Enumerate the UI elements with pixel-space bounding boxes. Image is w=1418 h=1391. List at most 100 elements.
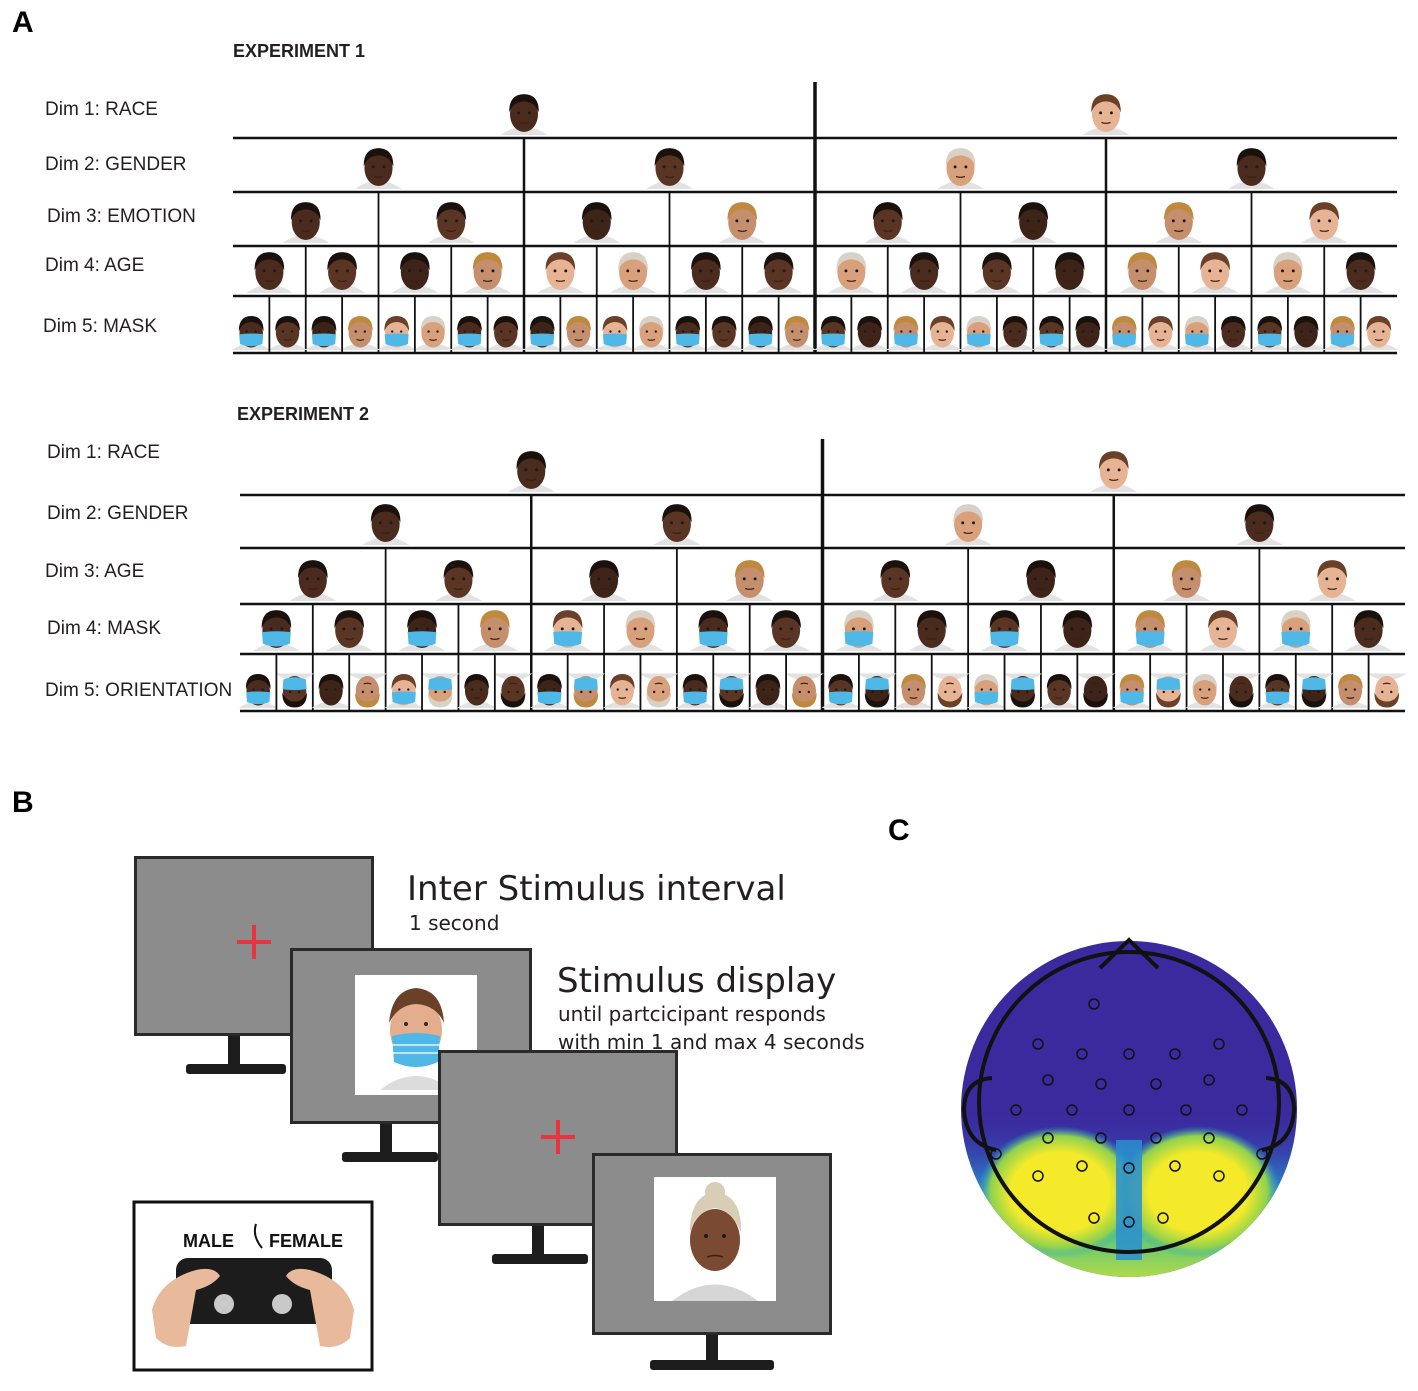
face-thumbnail <box>362 504 410 545</box>
face-thumbnail <box>894 673 934 708</box>
electrode-marker <box>1213 1038 1225 1050</box>
face-thumbnail <box>682 252 730 293</box>
face-thumbnail <box>1009 202 1057 243</box>
exp1-dim-label: Dim 2: GENDER <box>45 154 187 175</box>
face-thumbnail <box>959 315 999 350</box>
electrode-marker <box>1042 1132 1054 1144</box>
face-thumbnail <box>253 610 300 651</box>
face-thumbnail <box>609 252 657 293</box>
exp1-dim-label: Dim 3: EMOTION <box>47 206 196 227</box>
face-male-masked <box>380 988 452 1090</box>
face-thumbnail <box>617 610 664 651</box>
fixation-cross <box>237 925 271 959</box>
face-thumbnail <box>1221 673 1261 708</box>
panel-label-a: A <box>12 6 34 39</box>
face-thumbnail <box>973 252 1021 293</box>
electrode-marker <box>1180 1104 1192 1116</box>
face-thumbnail <box>966 673 1006 708</box>
face-thumbnail <box>325 610 373 651</box>
face-thumbnail <box>762 610 810 651</box>
face-thumbnail <box>668 315 708 350</box>
face-thumbnail <box>1163 560 1210 601</box>
face-thumbnail <box>245 252 293 293</box>
face-thumbnail <box>675 673 715 708</box>
electrode-marker <box>1213 1170 1225 1182</box>
face-thumbnail <box>595 315 635 350</box>
face-thumbnail <box>639 673 679 708</box>
face-thumbnail <box>813 315 853 350</box>
face-thumbnail <box>427 202 475 243</box>
exp2-dim-label: Dim 2: GENDER <box>47 503 189 524</box>
face-thumbnail <box>1031 315 1071 350</box>
face-thumbnail <box>384 673 424 708</box>
face-thumbnail <box>653 504 701 545</box>
face-thumbnail <box>311 673 351 708</box>
electrode-marker <box>990 1148 1002 1160</box>
face-thumbnail <box>1068 315 1108 350</box>
isi-duration: 1 second <box>409 911 500 935</box>
face-thumbnail <box>529 673 569 708</box>
face-thumbnail <box>755 252 803 293</box>
face-thumbnail <box>500 94 548 135</box>
experiment-2-tree <box>238 439 1407 713</box>
face-thumbnail <box>1141 315 1181 350</box>
face-thumbnail <box>1082 94 1130 135</box>
panel-label-b: B <box>12 786 34 819</box>
electrode-marker <box>1042 1074 1054 1086</box>
face-thumbnail <box>347 673 387 708</box>
face-thumbnail <box>1294 673 1334 708</box>
face-thumbnail <box>602 673 642 708</box>
electrode-marker <box>1123 1048 1135 1060</box>
electrode-marker <box>1095 1078 1107 1090</box>
face-thumbnail <box>340 315 380 350</box>
face-thumbnail <box>1272 610 1320 651</box>
face-thumbnail <box>981 610 1028 651</box>
stimulus-display-desc-2: with min 1 and max 4 seconds <box>558 1030 865 1054</box>
electrode-marker <box>1123 1216 1135 1228</box>
face-thumbnail <box>1367 673 1407 708</box>
face-thumbnail <box>711 673 751 708</box>
face-thumbnail <box>435 560 482 601</box>
face-thumbnail <box>1148 673 1188 708</box>
electrode-marker <box>1066 1104 1078 1116</box>
face-thumbnail <box>493 673 533 708</box>
face-thumbnail <box>420 673 460 708</box>
experiment-1-tree <box>231 82 1399 355</box>
face-thumbnail <box>1213 315 1253 350</box>
gamepad-left-label: MALE <box>183 1231 234 1251</box>
face-thumbnail <box>522 315 562 350</box>
electrode-marker <box>1157 1212 1169 1224</box>
exp2-dim-label: Dim 3: AGE <box>45 561 145 582</box>
face-thumbnail <box>646 148 693 189</box>
face-thumbnail <box>1053 610 1101 651</box>
face-thumbnail <box>1017 560 1065 601</box>
face-thumbnail <box>1177 315 1217 350</box>
gamepad-right-label: FEMALE <box>269 1231 343 1251</box>
exp2-dim-label: Dim 4: MASK <box>47 618 162 639</box>
face-thumbnail <box>631 315 671 350</box>
face-thumbnail <box>1046 252 1094 293</box>
face-thumbnail <box>1264 252 1312 293</box>
face-thumbnail <box>1235 504 1283 545</box>
face-thumbnail <box>1155 202 1203 243</box>
face-thumbnail <box>1104 315 1144 350</box>
face-thumbnail <box>1286 315 1326 350</box>
face-thumbnail <box>464 252 512 293</box>
face-thumbnail <box>944 504 992 545</box>
monitor-fixation-1 <box>134 856 374 1074</box>
electrode-marker <box>1236 1104 1248 1116</box>
electrode-marker <box>1256 1148 1268 1160</box>
face-thumbnail <box>748 673 788 708</box>
face-thumbnail <box>1308 560 1356 601</box>
face-thumbnail <box>1300 202 1348 243</box>
face-thumbnail <box>777 315 817 350</box>
face-thumbnail <box>857 673 897 708</box>
face-thumbnail <box>908 610 956 651</box>
face-thumbnail <box>449 315 489 350</box>
face-thumbnail <box>1345 610 1392 651</box>
face-thumbnail <box>1359 315 1399 350</box>
face-thumbnail <box>1337 252 1385 293</box>
face-thumbnail <box>995 315 1035 350</box>
electrode-marker <box>1095 1132 1107 1144</box>
electrode-marker <box>1032 1170 1044 1182</box>
